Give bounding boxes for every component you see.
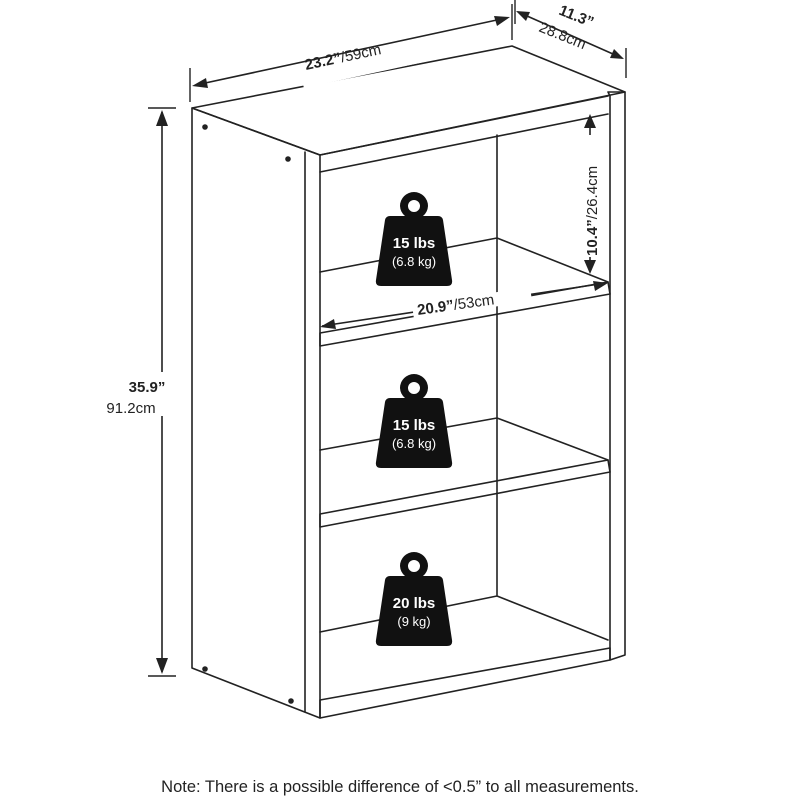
shelf-height-label: 10.4”/26.4cm [584,166,601,256]
weight-limit-top: 15 lbs [393,235,436,252]
left-side-panel [191,107,321,719]
inner-width-label: 20.9”/53cm [416,291,495,319]
shelf-middle [319,417,611,528]
weight-icon-middle: 15 lbs (6.8 kg) [375,374,453,468]
weight-limit-middle: 15 lbs [393,417,436,434]
shelf-height-dimension: 10.4”/26.4cm [580,114,602,274]
depth-dimension: 11.3” 28.8cm [514,0,627,78]
screw-hole [202,666,208,672]
weight-icon-top: 15 lbs (6.8 kg) [375,192,453,286]
screw-hole [202,124,208,130]
shelf-upper [319,237,611,347]
height-metric: 91.2cm [106,400,155,417]
inner-width-dimension: 20.9”/53cm [320,281,608,329]
inner-width-metric: 53cm [457,291,496,313]
weight-limit-bottom-metric: (9 kg) [397,614,430,629]
screw-hole [288,698,294,704]
right-side-panel [607,91,626,661]
shelf-height-metric: 26.4cm [584,166,601,215]
weight-limit-top-metric: (6.8 kg) [392,254,436,269]
inner-width-imperial: 20.9” [416,297,455,319]
shelf-bottom [319,595,611,719]
weight-limit-middle-metric: (6.8 kg) [392,436,436,451]
width-separator: / [339,49,347,67]
width-dimension: 23.2”/59cm [189,4,513,102]
shelf-height-imperial: 10.4” [584,219,601,256]
top-front-edge [319,95,609,156]
weight-limit-bottom: 20 lbs [393,595,436,612]
weight-icon-bottom: 20 lbs (9 kg) [375,552,453,646]
measurement-note: Note: There is a possible difference of … [161,778,639,796]
shelf-height-separator: / [584,214,601,219]
height-dimension: 35.9” 91.2cm [106,107,180,677]
screw-hole [285,156,291,162]
inner-width-separator: / [453,296,460,314]
height-imperial: 35.9” [129,379,166,396]
